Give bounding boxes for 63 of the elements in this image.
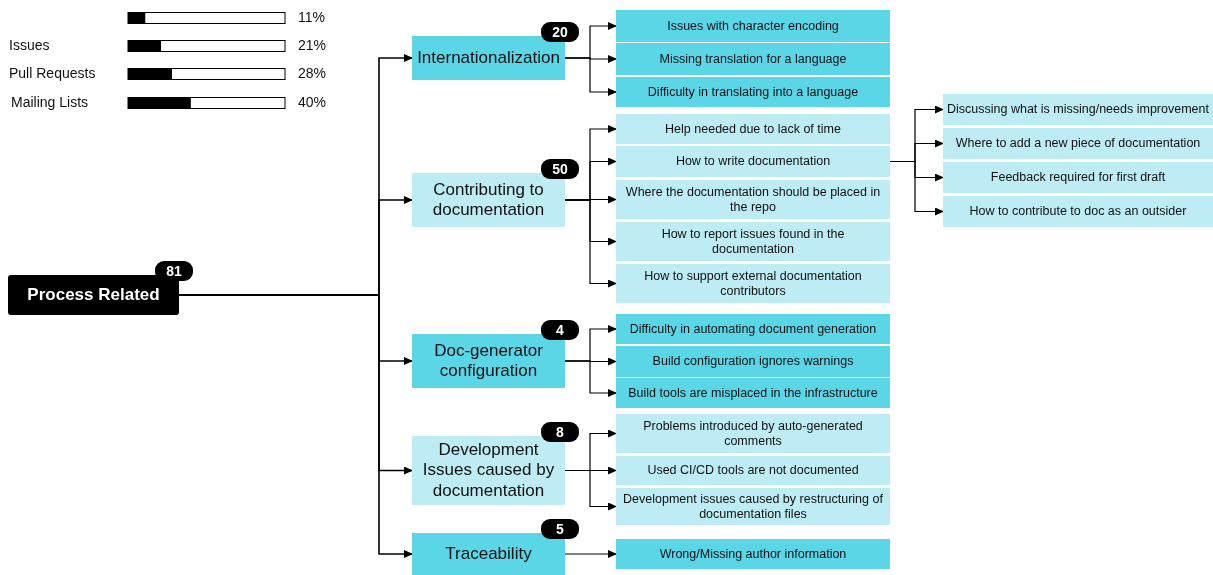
box-label: Build tools are misplaced in the infrastructure — [627, 385, 879, 401]
box-label: How to contribute to doc as an outsider — [968, 204, 1188, 219]
subcategory-box — [943, 94, 1213, 125]
subcategory-box — [616, 314, 890, 344]
box-label: Build configuration ignores warnings — [651, 354, 855, 369]
subcategory-box — [943, 196, 1213, 227]
category-label: Issues — [9, 37, 50, 53]
box-label: Difficulty in translating into a language — [646, 84, 860, 100]
connector-arrow — [889, 160, 944, 216]
count-badge: 8 — [541, 422, 579, 442]
value-label: 11% — [298, 9, 325, 25]
count-badge: 4 — [541, 320, 579, 340]
subcategory-box — [616, 114, 890, 144]
box-label: Feedback required for first draft — [989, 170, 1167, 185]
subcategory-box — [943, 128, 1213, 159]
count-badge: 5 — [541, 519, 579, 539]
box-label: Process Related — [26, 284, 161, 306]
box-label: Development issues caused by restructuring of documentation files — [622, 491, 884, 522]
box-label: Missing translation for a language — [658, 51, 848, 67]
connector-arrow — [564, 550, 617, 558]
subcategory-box — [616, 77, 890, 107]
connector-arrow — [564, 360, 617, 397]
box-label: How to write documentation — [674, 154, 832, 169]
subcategory-box — [616, 456, 890, 485]
box-label: Problems introduced by auto-generated comments — [642, 418, 864, 449]
connector-arrow — [564, 57, 617, 96]
box-label: Discussing what is missing/needs improvement — [946, 102, 1210, 117]
box-label: Help needed due to lack of time — [664, 121, 842, 137]
box-label: Issues with character encoding — [666, 18, 840, 34]
value-label: 28% — [298, 65, 327, 81]
subcategory-box — [616, 10, 890, 42]
subcategory-box — [943, 162, 1213, 193]
box-label: Development Issues caused by documentation — [421, 439, 556, 502]
box-label: Wrong/Missing author information — [658, 546, 848, 562]
subcategory-box — [616, 346, 890, 377]
subcategory-box — [616, 43, 890, 75]
category-label: Pull Requests — [9, 65, 96, 81]
box-label: Traceability — [444, 543, 533, 565]
count-badge: 81 — [155, 261, 193, 281]
category-label: Mailing Lists — [11, 94, 89, 110]
subcategory-box — [616, 414, 890, 453]
box-label: How to support external documentation contributors — [643, 268, 863, 299]
count-badge: 50 — [541, 159, 579, 179]
box-label: Where the documentation should be placed in the repo — [624, 184, 882, 215]
count-badge: 20 — [541, 22, 579, 42]
box-label: Difficulty in automating document generation — [628, 321, 878, 337]
subcategory-box — [616, 222, 890, 261]
box-label: How to report issues found in the documentation — [660, 226, 846, 257]
box-label: Internationalization — [416, 47, 561, 69]
subcategory-box — [616, 264, 890, 303]
subcategory-box — [616, 378, 890, 408]
subcategory-box — [616, 180, 890, 219]
box-label: Where to add a new piece of documentation — [954, 136, 1202, 151]
subcategory-box — [616, 539, 890, 569]
subcategory-box — [616, 146, 890, 177]
value-label: 40% — [298, 94, 327, 110]
box-label: Used CI/CD tools are not documented — [646, 463, 860, 478]
box-label: Doc-generator configuration — [433, 340, 544, 382]
subcategory-box — [616, 488, 890, 525]
value-label: 21% — [298, 37, 327, 53]
box-label: Contributing to documentation — [431, 179, 546, 221]
connector-arrow — [564, 469, 617, 511]
connector-arrow — [564, 199, 617, 288]
